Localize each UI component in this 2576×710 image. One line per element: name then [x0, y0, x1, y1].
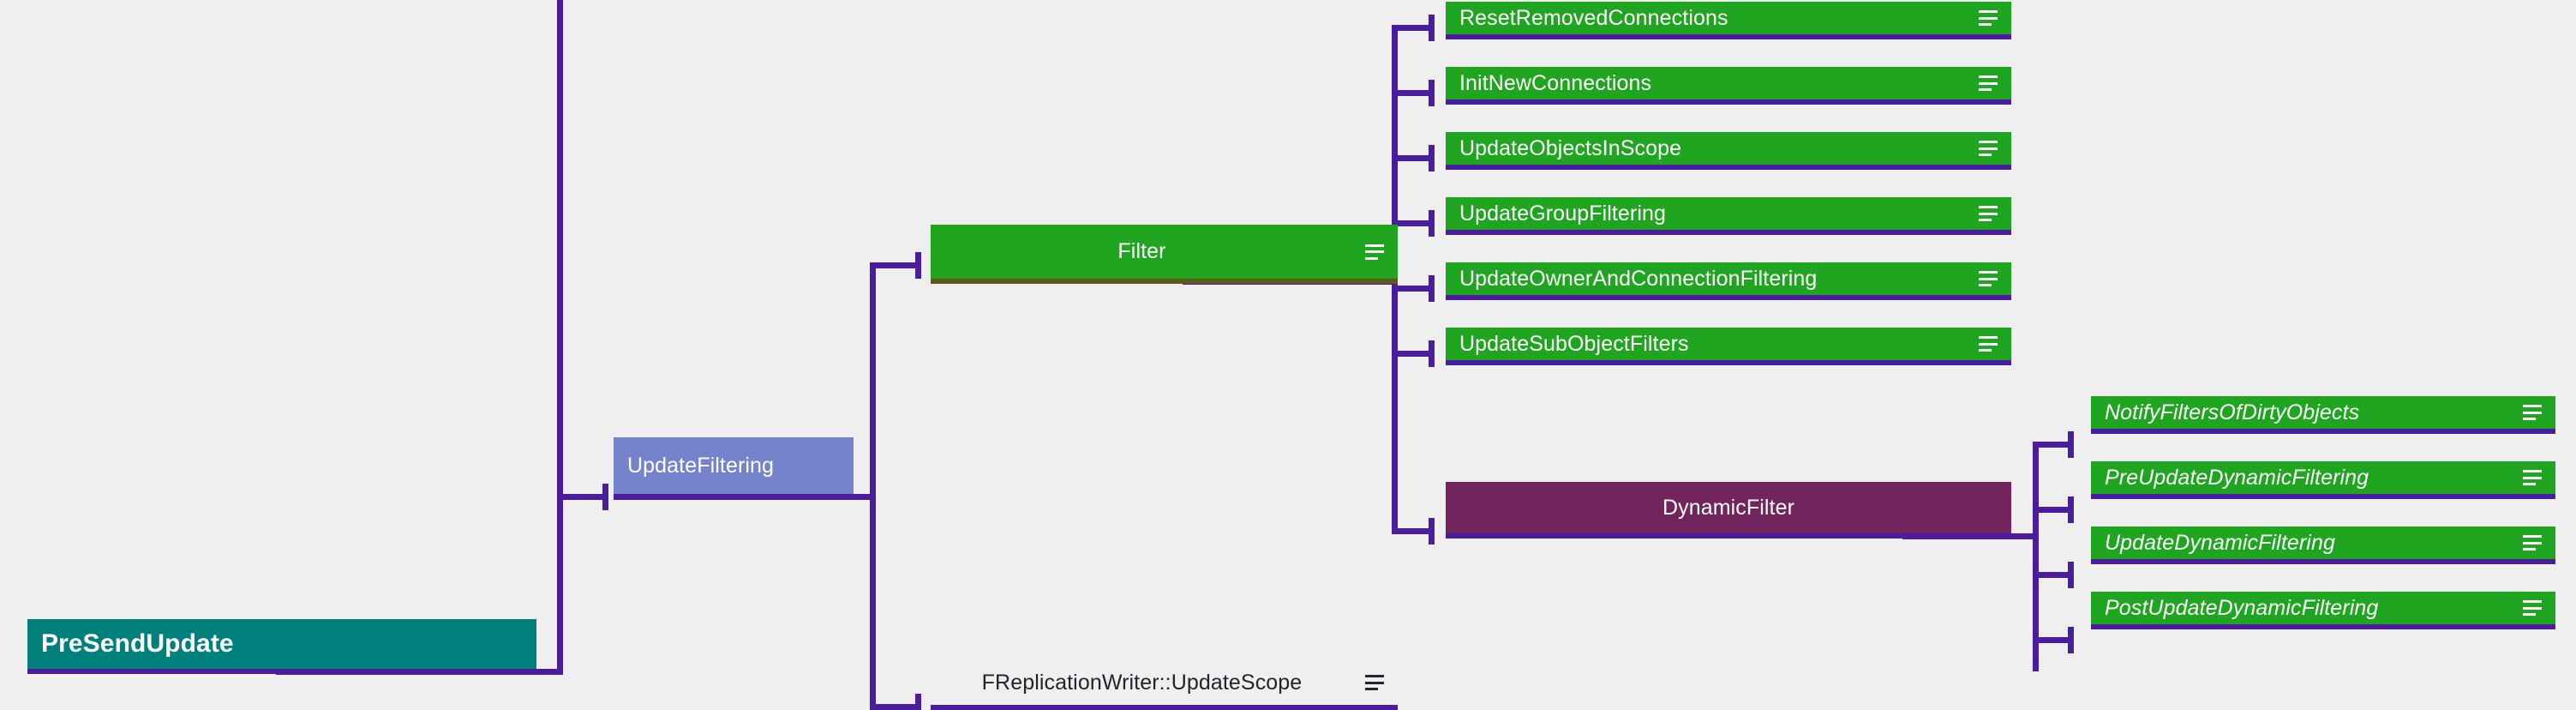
hamburger-menu-icon[interactable]	[2523, 405, 2542, 420]
node-label: UpdateOwnerAndConnectionFiltering	[1459, 266, 1818, 291]
edge-filter-branch-1	[1392, 25, 1435, 31]
node-dynamicfilter[interactable]: DynamicFilter	[1446, 482, 2011, 539]
hamburger-menu-icon[interactable]	[1979, 206, 1998, 221]
hamburger-menu-icon[interactable]	[2523, 600, 2542, 616]
edge-root-trunk	[557, 0, 563, 674]
node-filter-child-updateobjectsinscope[interactable]: UpdateObjectsInScope	[1446, 132, 2011, 170]
hamburger-menu-icon[interactable]	[1365, 675, 1384, 690]
tick-filter-child-5	[1429, 275, 1435, 302]
node-filter-child-updategroupfiltering[interactable]: UpdateGroupFiltering	[1446, 197, 2011, 235]
node-filter-child-initnewconnections[interactable]: InitNewConnections	[1446, 67, 2011, 105]
tick-dynamicfilter	[1429, 518, 1435, 545]
tick-dyn-child-1	[2068, 431, 2074, 458]
edge-filter-branch-5	[1392, 286, 1435, 292]
node-label: UpdateSubObjectFilters	[1459, 331, 1689, 356]
tick-dyn-child-3	[2068, 562, 2074, 588]
node-label: UpdateDynamicFiltering	[2105, 530, 2335, 555]
tick-updatescope	[915, 694, 921, 710]
node-label: InitNewConnections	[1459, 70, 1652, 95]
node-label: PreUpdateDynamicFiltering	[2105, 465, 2369, 490]
edge-dyn-branch-3	[2033, 572, 2074, 578]
node-filter-child-updateownerandconnectionfiltering[interactable]: UpdateOwnerAndConnectionFiltering	[1446, 262, 2011, 300]
tick-filter-child-2	[1429, 80, 1435, 106]
tick-filter-child-1	[1429, 15, 1435, 41]
node-dyn-child-postupdatedynamicfiltering[interactable]: PostUpdateDynamicFiltering	[2091, 592, 2555, 629]
tick-filter-child-3	[1429, 145, 1435, 171]
node-label: ResetRemovedConnections	[1459, 5, 1728, 30]
node-label: PostUpdateDynamicFiltering	[2105, 595, 2379, 620]
node-label: UpdateObjectsInScope	[1459, 135, 1682, 160]
node-freplicationwriter-updatescope[interactable]: FReplicationWriter::UpdateScope	[931, 660, 1398, 710]
edge-root-to-updatefiltering	[557, 494, 608, 500]
edge-updatefiltering-to-filter	[870, 262, 921, 268]
edge-filter-branch-3	[1392, 155, 1435, 161]
edge-filter-branch-4	[1392, 220, 1435, 226]
tick-filter-child-6	[1429, 340, 1435, 367]
edge-updatefiltering-trunk	[870, 262, 876, 710]
node-label: UpdateGroupFiltering	[1459, 201, 1667, 226]
hamburger-menu-icon[interactable]	[2523, 470, 2542, 485]
edge-dynamicfilter-trunk	[2033, 442, 2039, 671]
edge-dyn-branch-4	[2033, 637, 2074, 643]
hamburger-menu-icon[interactable]	[1365, 244, 1384, 260]
tick-dyn-child-2	[2068, 496, 2074, 523]
node-label: NotifyFiltersOfDirtyObjects	[2105, 400, 2360, 424]
hamburger-menu-icon[interactable]	[1979, 336, 1998, 352]
tick-filter	[915, 252, 921, 279]
node-dyn-child-preupdatedynamicfiltering[interactable]: PreUpdateDynamicFiltering	[2091, 461, 2555, 499]
edge-updatefiltering-to-updatescope	[870, 704, 921, 710]
node-label: DynamicFilter	[1662, 495, 1795, 520]
hamburger-menu-icon[interactable]	[1979, 271, 1998, 286]
node-filter-child-resetremovedconnections[interactable]: ResetRemovedConnections	[1446, 2, 2011, 39]
node-label: FReplicationWriter::UpdateScope	[981, 670, 1303, 695]
edge-filter-branch-dynamicfilter	[1392, 528, 1435, 534]
node-label: PreSendUpdate	[41, 629, 234, 658]
edge-dyn-branch-1	[2033, 442, 2074, 448]
node-filter-child-updatesubobjectfilters[interactable]: UpdateSubObjectFilters	[1446, 328, 2011, 365]
hamburger-menu-icon[interactable]	[1979, 141, 1998, 156]
node-label: Filter	[1117, 239, 1166, 263]
tick-dyn-child-4	[2068, 627, 2074, 653]
hamburger-menu-icon[interactable]	[2523, 535, 2542, 551]
hamburger-menu-icon[interactable]	[1979, 10, 1998, 26]
hamburger-menu-icon[interactable]	[1979, 75, 1998, 91]
edge-dyn-branch-2	[2033, 507, 2074, 513]
node-presendupdate[interactable]: PreSendUpdate	[27, 619, 536, 674]
node-updatefiltering[interactable]: UpdateFiltering	[614, 437, 854, 499]
node-dyn-child-updatedynamicfiltering[interactable]: UpdateDynamicFiltering	[2091, 526, 2555, 564]
node-filter[interactable]: Filter	[931, 225, 1398, 284]
tick-updatefiltering	[602, 484, 608, 510]
tick-filter-child-4	[1429, 210, 1435, 237]
edge-filter-branch-6	[1392, 351, 1435, 357]
edge-filter-branch-2	[1392, 90, 1435, 96]
node-dyn-child-notifyfiltersofdirtyobjects[interactable]: NotifyFiltersOfDirtyObjects	[2091, 396, 2555, 434]
node-label: UpdateFiltering	[627, 453, 775, 478]
